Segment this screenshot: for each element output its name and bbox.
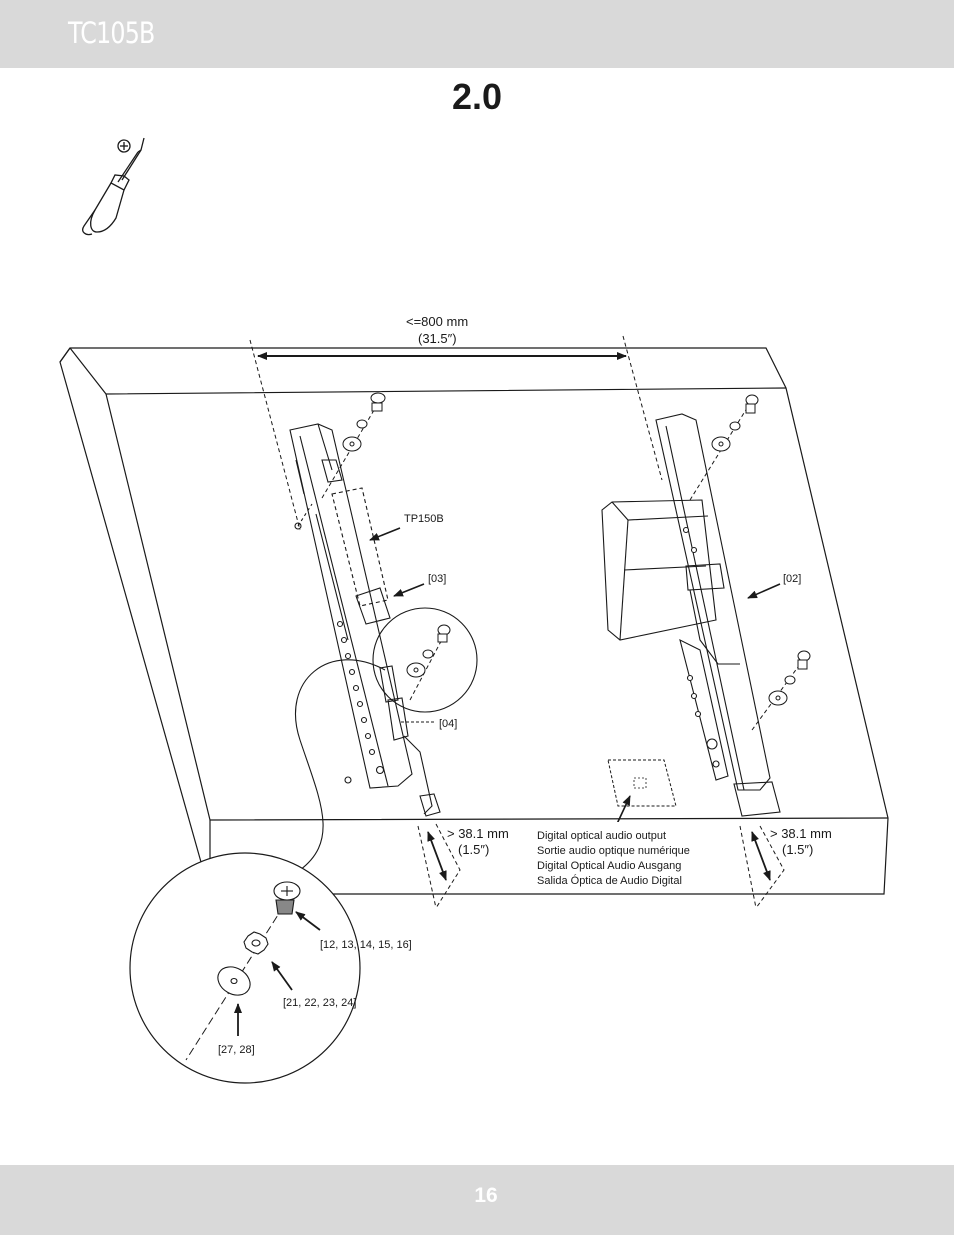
optical-label-fr: Sortie audio optique numérique [537, 845, 690, 857]
label-04: [04] [439, 718, 457, 730]
label-tp150b: TP150B [404, 513, 444, 525]
right-top-screw-stack [689, 394, 759, 501]
right-bottom-screw-stack [751, 650, 811, 731]
bracket-callouts: TP150B [03] [02] [04] [369, 513, 801, 730]
tv-back-panel [59, 347, 889, 895]
clearance-left: > 38.1 mm (1.5″) [417, 823, 509, 909]
width-label-in: (31.5″) [418, 331, 457, 346]
model-title: TC105B [68, 16, 155, 50]
optical-label-en: Digital optical audio output [537, 830, 666, 842]
header-bar: TC105B [0, 0, 954, 68]
clearance-left-in: (1.5″) [458, 842, 489, 857]
optical-label-de: Digital Optical Audio Ausgang [537, 860, 681, 872]
zoom-lockwashers-label: [21, 22, 23, 24] [283, 997, 356, 1009]
step-title: 2.0 [451, 76, 503, 117]
label-03: [03] [428, 573, 446, 585]
screwdriver-icon [82, 137, 145, 236]
left-bracket [289, 423, 441, 817]
footer-bar: 16 [0, 1165, 954, 1235]
zoom-washer-icon [217, 966, 251, 996]
left-top-screw-stack [321, 392, 386, 499]
zoom-circle: [12, 13, 14, 15, 16] [21, 22, 23, 24] [2… [129, 852, 412, 1084]
zoom-screw-icon [273, 881, 301, 915]
optical-audio-port: Digital optical audio output Sortie audi… [530, 759, 696, 892]
clearance-right-mm: > 38.1 mm [770, 826, 832, 841]
width-dimension: <=800 mm (31.5″) [249, 314, 663, 531]
detail-circle [294, 607, 478, 871]
zoom-lockwasher-icon [243, 931, 269, 955]
zoom-washers-label: [27, 28] [218, 1044, 255, 1056]
zoom-screws-label: [12, 13, 14, 15, 16] [320, 939, 412, 951]
optical-label-es: Salida Óptica de Audio Digital [537, 874, 682, 887]
installation-diagram: <=800 mm (31.5″) [59, 137, 889, 1084]
clearance-right-in: (1.5″) [782, 842, 813, 857]
detail-screw-stack [406, 624, 451, 701]
page-number: 16 [474, 1184, 498, 1207]
label-02: [02] [783, 573, 801, 585]
width-label-mm: <=800 mm [406, 314, 468, 329]
clearance-right: > 38.1 mm (1.5″) [739, 825, 832, 909]
clearance-left-mm: > 38.1 mm [447, 826, 509, 841]
right-bracket [601, 413, 781, 817]
